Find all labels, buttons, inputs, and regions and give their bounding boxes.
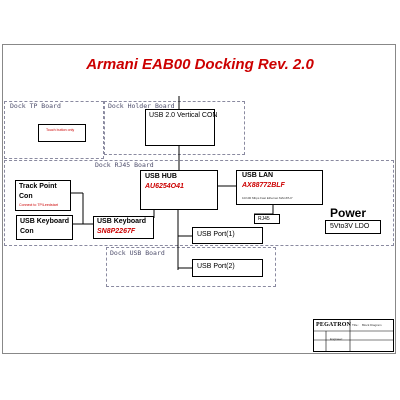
title-block (313, 319, 394, 352)
touch-button-block (38, 124, 86, 142)
diagram-title: Armani EAB00 Docking Rev. 2.0 (86, 56, 314, 73)
power-ldo-block (325, 220, 381, 234)
usb-lan-block (236, 170, 323, 205)
rj45-title: RJ45 (258, 216, 270, 222)
usb-lan-note: 10/100 Mbps Fast Ethernet MAC/PHY (242, 196, 293, 200)
usb-lan-title: USB LAN (242, 172, 274, 179)
region-dock-tp (4, 101, 104, 159)
region-label-dock-rj45: Dock RJ45 Board (95, 161, 154, 169)
usb-hub-chip: AU6254O41 (145, 183, 184, 190)
touch-button-label: Touch button only (46, 128, 75, 132)
usb-port-2-title: USB Port(2) (197, 263, 235, 270)
engineer-label: Engineer: (330, 337, 343, 341)
track-point-con-block (15, 180, 71, 211)
usb-port-1-block (192, 227, 263, 244)
region-dock-rj45 (4, 160, 394, 246)
track-point-note: Connect to TP/Leedstart (19, 203, 58, 207)
track-point-title: Track Point (19, 183, 57, 190)
usb-keyboard-con-block (16, 215, 73, 240)
region-dock-holder (104, 101, 245, 155)
region-label-dock-usb: Dock USB Board (110, 249, 165, 257)
power-label: Power (330, 206, 367, 220)
region-label-dock-holder: Dock Holder Board (108, 102, 175, 110)
usb-keyboard-con-title: USB Keyboard (20, 218, 70, 225)
rj45-block (254, 214, 280, 224)
track-point-subtitle: Con (19, 193, 33, 200)
title-value: Block Diagram (362, 323, 382, 327)
schematic-sheet-border (2, 44, 396, 354)
usb-lan-chip: AX88772BLF (242, 182, 285, 189)
region-dock-usb (106, 247, 276, 287)
usb-hub-title: USB HUB (145, 173, 177, 180)
usb-port-1-title: USB Port(1) (197, 231, 235, 238)
usb-keyboard-title: USB Keyboard (97, 218, 147, 225)
usb-hub-block (140, 170, 218, 210)
usb-keyboard-con-subtitle: Con (20, 228, 34, 235)
title-label: Title : (352, 323, 360, 327)
usb-keyboard-block (93, 216, 154, 239)
usb-vertical-con-block (145, 109, 215, 146)
usb-vertical-con-title: USB 2.0 Vertical CON (149, 112, 218, 119)
usb-keyboard-chip: SN8P2267F (97, 228, 136, 235)
power-ldo-title: 5Vto3V LDO (330, 223, 370, 230)
company-logo: PEGATRON (316, 322, 352, 328)
region-label-dock-tp: Dock TP Board (10, 102, 61, 110)
usb-port-2-block (192, 259, 263, 277)
